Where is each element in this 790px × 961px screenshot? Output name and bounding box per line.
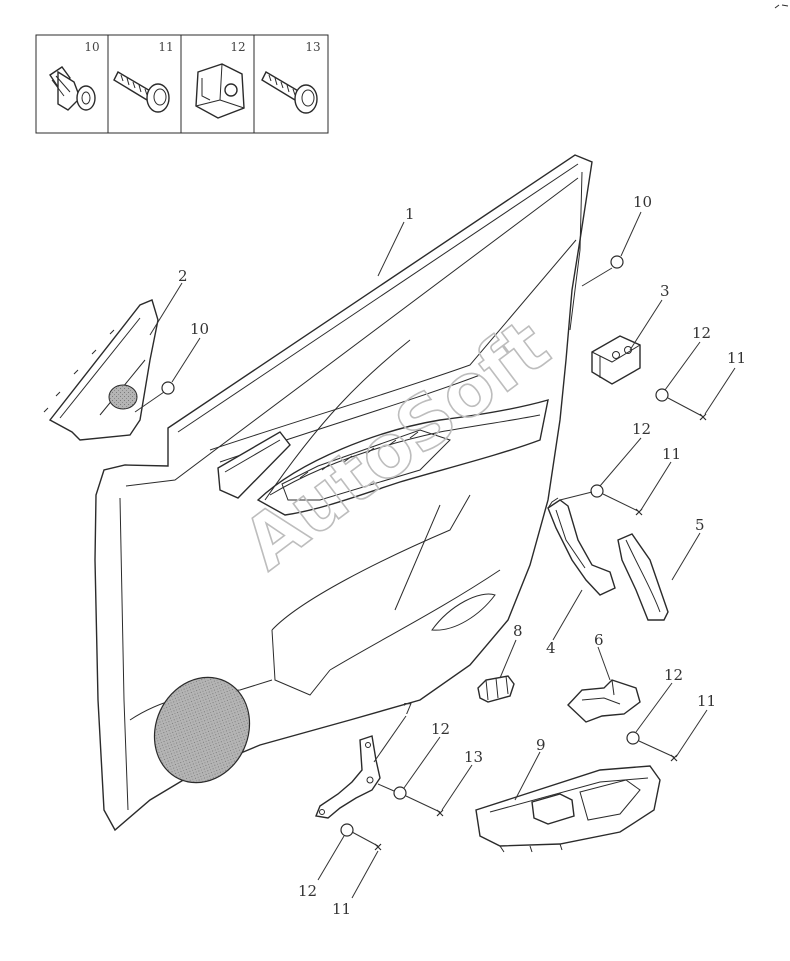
callout-13: 13 [464,748,483,766]
callout-8: 8 [513,622,523,640]
washer-12-a [655,388,669,402]
switch-bezel-9 [475,765,661,853]
leader-lines [134,211,736,899]
callout-6: 6 [594,631,604,649]
washer-12-d [393,786,407,800]
callout-11-a: 11 [727,349,746,367]
legend-number-13: 13 [305,40,320,54]
callout-3: 3 [660,282,670,300]
callout-12-a: 12 [692,324,711,342]
pull-handle-5 [617,533,669,621]
washer-12-b [590,484,604,498]
washer-12-e [340,823,354,837]
washer-12-c [626,731,640,745]
callout-7: 7 [403,700,413,718]
callout-10-top: 10 [633,193,652,211]
fastener-legend: 10 11 12 13 [35,34,329,134]
callout-12-b: 12 [632,420,651,438]
clip-fastener-icon [49,66,96,111]
door-trim-panel [94,154,593,832]
callout-11-e: 11 [332,900,351,918]
callout-11-b: 11 [662,445,681,463]
washer-10-top [610,255,624,269]
washer-10-left [161,381,175,395]
legend-number-10: 10 [84,40,99,54]
screw-icon [261,71,318,114]
callout-12-e: 12 [298,882,317,900]
callout-12-d: 12 [431,720,450,738]
clip-8 [477,675,515,703]
legend-number-11: 11 [158,40,173,54]
callout-1: 1 [405,205,415,223]
speaker-grille [153,676,251,784]
bracket-3 [591,335,641,385]
callout-labels: 1 2 3 4 5 6 7 8 9 10 10 12 11 12 11 12 1… [178,193,746,918]
callout-9: 9 [536,736,546,754]
legend-number-12: 12 [230,40,245,54]
callout-4: 4 [546,639,556,657]
handle-bracket-4 [547,497,616,596]
callout-11-c: 11 [697,692,716,710]
callout-10-left: 10 [190,320,209,338]
callout-12-c: 12 [664,666,683,684]
screw-icon [113,71,170,113]
bracket-6 [567,679,641,723]
bracket-7 [315,735,381,819]
corner-mark [774,4,789,9]
fastener-markers [161,255,707,851]
callout-2: 2 [178,267,188,285]
callout-5: 5 [695,516,705,534]
mirror-trim [43,299,159,441]
clip-nut-icon [195,63,245,119]
